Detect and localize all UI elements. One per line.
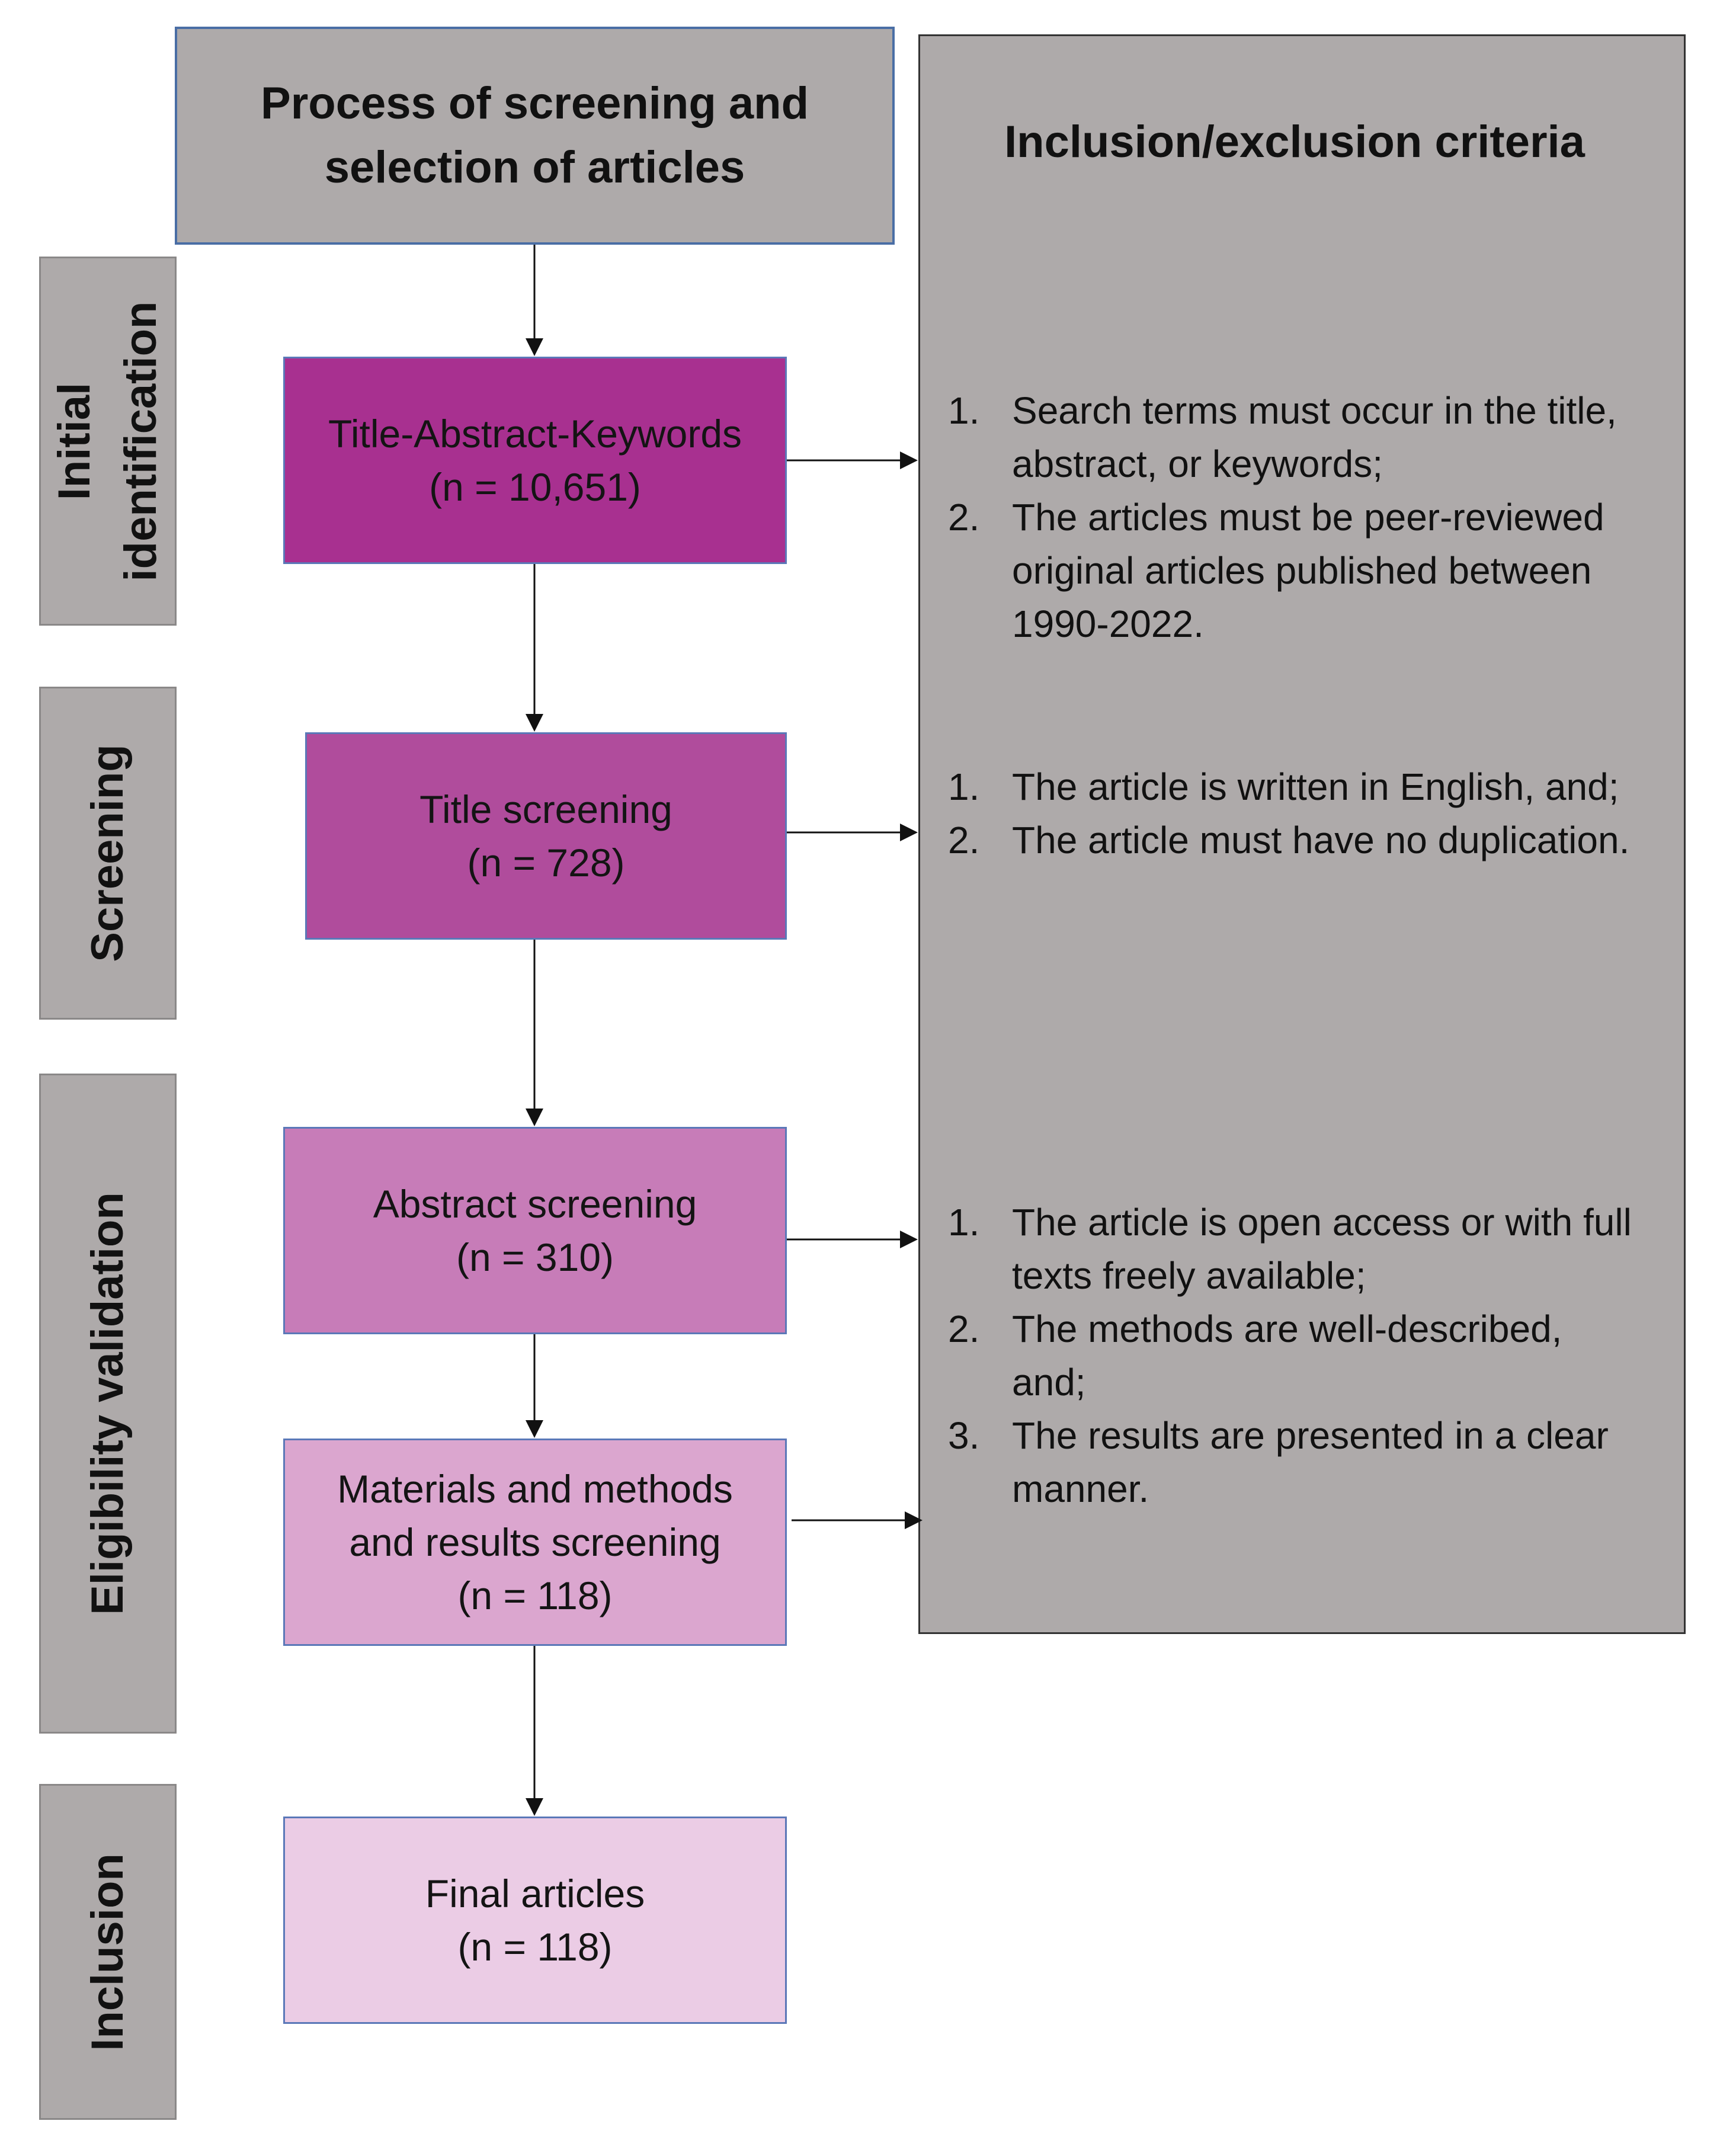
criteria-list-screening: 1. The article is written in English, an… bbox=[948, 760, 1635, 867]
criteria-item: 1. Search terms must occur in the title,… bbox=[948, 384, 1635, 491]
criteria-title: Inclusion/exclusion criteria bbox=[1004, 117, 1585, 167]
criteria-item-text: The article is open access or with full … bbox=[1012, 1201, 1632, 1297]
process-header-box: Process of screening and selection of ar… bbox=[175, 27, 895, 245]
step-title-abstract-keywords: Title-Abstract-Keywords (n = 10,651) bbox=[283, 357, 787, 564]
step-count: (n = 728) bbox=[467, 841, 625, 885]
process-header-line2: selection of articles bbox=[324, 142, 745, 193]
step-label: and results screening bbox=[349, 1520, 721, 1564]
step-final-articles: Final articles (n = 118) bbox=[283, 1817, 787, 2024]
criteria-item-text: The methods are well-described, and; bbox=[1012, 1308, 1562, 1404]
criteria-list-initial: 1. Search terms must occur in the title,… bbox=[948, 384, 1635, 651]
criteria-item: 2. The article must have no duplication. bbox=[948, 813, 1635, 867]
step-label: Title-Abstract-Keywords bbox=[328, 412, 742, 456]
step-count: (n = 10,651) bbox=[429, 465, 641, 509]
criteria-item-text: Search terms must occur in the title, ab… bbox=[1012, 389, 1617, 485]
criteria-item-text: The results are presented in a clear man… bbox=[1012, 1414, 1609, 1510]
stage-eligibility-validation: Eligibility validation bbox=[39, 1074, 177, 1734]
process-header-line1: Process of screening and bbox=[261, 78, 809, 129]
criteria-item-number: 2. bbox=[948, 496, 980, 539]
criteria-item: 1. The article is written in English, an… bbox=[948, 760, 1635, 813]
criteria-item-number: 2. bbox=[948, 819, 980, 861]
criteria-item-text: The article must have no duplication. bbox=[1012, 819, 1630, 861]
criteria-item-text: The articles must be peer-reviewed origi… bbox=[1012, 496, 1604, 645]
step-materials-methods-results-screening: Materials and methods and results screen… bbox=[283, 1439, 787, 1646]
step-label: Abstract screening bbox=[373, 1182, 697, 1226]
step-label: Final articles bbox=[425, 1872, 645, 1915]
criteria-item-number: 3. bbox=[948, 1414, 980, 1457]
criteria-item: 3. The results are presented in a clear … bbox=[948, 1409, 1635, 1516]
step-count: (n = 118) bbox=[457, 1574, 613, 1617]
criteria-item: 1. The article is open access or with fu… bbox=[948, 1196, 1635, 1302]
criteria-item: 2. The methods are well-described, and; bbox=[948, 1302, 1635, 1409]
criteria-list-eligibility: 1. The article is open access or with fu… bbox=[948, 1196, 1635, 1516]
criteria-item-text: The article is written in English, and; bbox=[1012, 765, 1619, 808]
criteria-item-number: 1. bbox=[948, 1201, 980, 1244]
stage-inclusion: Inclusion bbox=[39, 1784, 177, 2120]
criteria-item-number: 1. bbox=[948, 389, 980, 432]
step-abstract-screening: Abstract screening (n = 310) bbox=[283, 1127, 787, 1334]
criteria-item: 2. The articles must be peer-reviewed or… bbox=[948, 491, 1635, 651]
step-count: (n = 310) bbox=[456, 1235, 614, 1279]
stage-screening: Screening bbox=[39, 687, 177, 1020]
step-count: (n = 118) bbox=[457, 1925, 613, 1969]
step-label: Title screening bbox=[419, 787, 672, 831]
stage-initial-identification: Initial identification bbox=[39, 257, 177, 626]
criteria-item-number: 1. bbox=[948, 765, 980, 808]
criteria-item-number: 2. bbox=[948, 1308, 980, 1350]
step-title-screening: Title screening (n = 728) bbox=[305, 732, 787, 940]
criteria-panel bbox=[918, 34, 1686, 1634]
step-label: Materials and methods bbox=[337, 1467, 733, 1511]
